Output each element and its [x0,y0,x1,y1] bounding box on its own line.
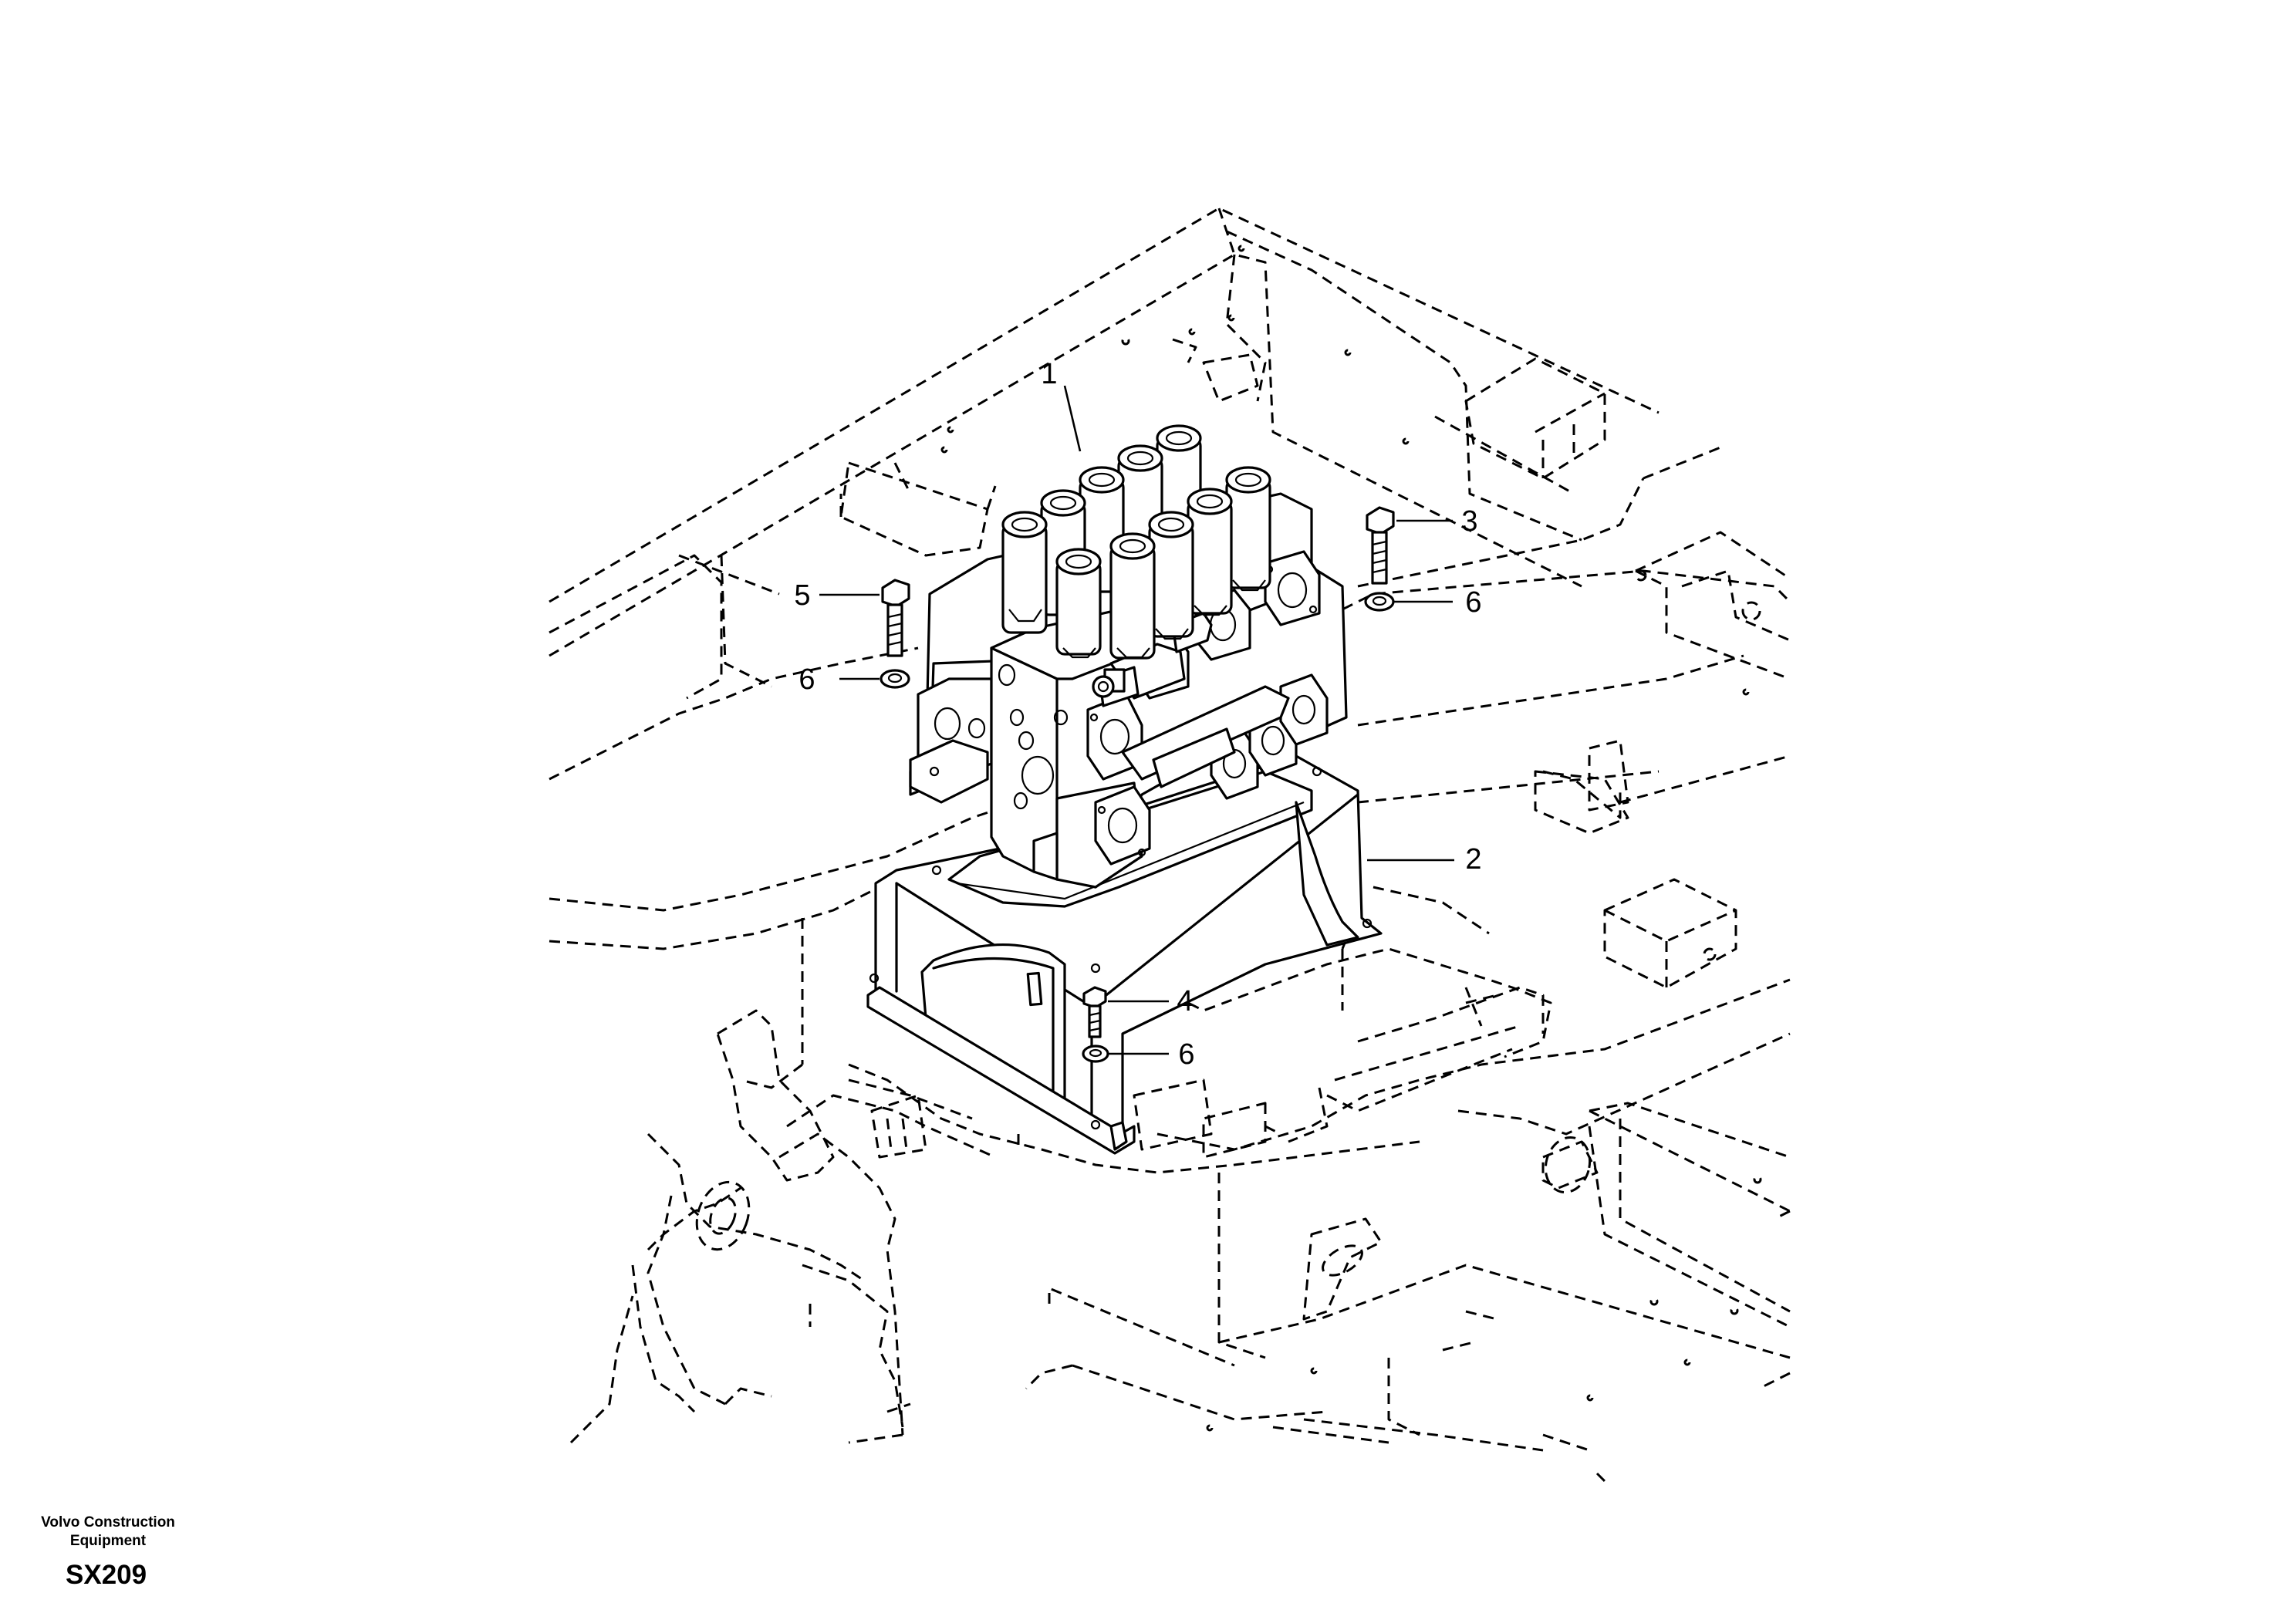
callout-2: 2 [1465,843,1481,876]
callout-3: 3 [1461,505,1477,538]
bolt-3 [1366,506,1395,585]
washer-6-left [880,669,910,689]
callout-4: 4 [1177,985,1193,1018]
callout-6: 6 [1178,1038,1194,1071]
washer-6-bottom [1082,1045,1109,1063]
callout-labels: 1 2 3 4 5 6 6 6 [794,358,1481,1071]
brand-line-1: Volvo Construction [41,1514,175,1531]
footer-brand: Volvo Construction Equipment SX209 [23,1514,193,1591]
callout-6: 6 [1465,586,1481,619]
callout-5: 5 [794,579,810,612]
callout-1: 1 [1041,358,1057,390]
brand-line-2: Equipment [69,1533,147,1549]
drawing-code: SX209 [66,1560,147,1590]
valve-cylinders [1001,424,1271,660]
bolt-5 [881,579,910,657]
phantom-frame [549,207,1791,1483]
bolt-4 [1082,986,1107,1038]
callout-6: 6 [799,663,815,696]
leader-lines [819,385,1454,1055]
washer-6-right [1364,592,1395,612]
control-valve-assembly [909,424,1348,889]
